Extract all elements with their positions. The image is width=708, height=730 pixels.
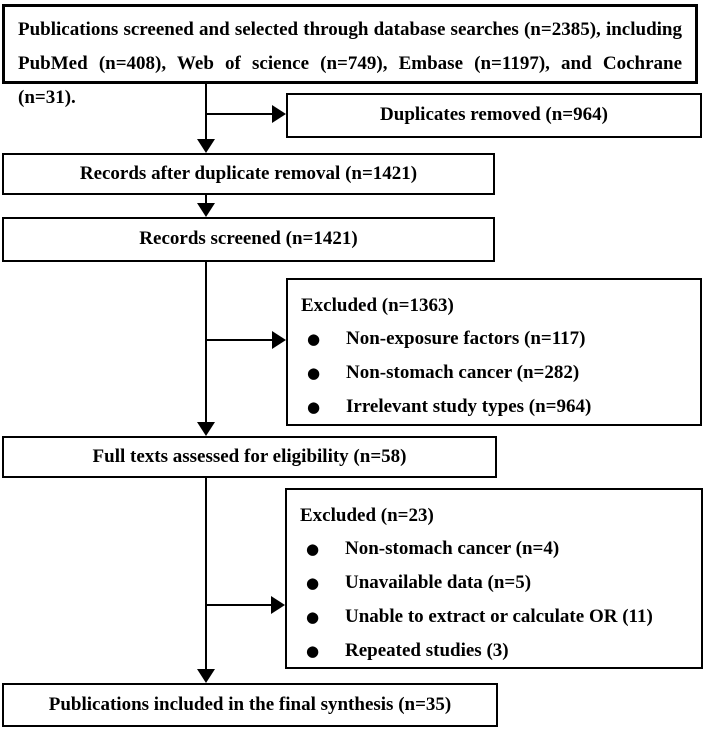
excluded-fulltext-header: Excluded (n=23): [300, 505, 434, 526]
excluded-screening-header: Excluded (n=1363): [301, 295, 454, 316]
connector-duplicates-branch-line: [205, 113, 275, 115]
arrowhead-right-icon: [271, 596, 285, 614]
connector-excluded-fulltext-branch-line: [205, 604, 275, 606]
search-text-line2: PubMed (n=408), Web of science (n=749), …: [18, 53, 682, 108]
connector-search-down-line: [205, 84, 207, 146]
bullet-icon: ●: [307, 364, 321, 382]
box-records-screened: Records screened (n=1421): [2, 217, 495, 262]
list-item: ● Irrelevant study types (n=964): [288, 391, 700, 424]
excluded-fulltext-item: Non-stomach cancer (n=4): [345, 538, 560, 560]
box-excluded-fulltext: Excluded (n=23) ● Non-stomach cancer (n=…: [285, 488, 703, 669]
list-item: ● Non-exposure factors (n=117): [288, 323, 700, 356]
connector-fulltext-line: [205, 262, 207, 427]
box-excluded-screening: Excluded (n=1363) ● Non-exposure factors…: [286, 278, 702, 426]
connector-screened-line: [205, 195, 207, 207]
list-item: ● Non-stomach cancer (n=4): [287, 533, 701, 566]
bullet-icon: ●: [306, 540, 320, 558]
bullet-icon: ●: [307, 398, 321, 416]
excluded-screening-item: Non-stomach cancer (n=282): [346, 362, 580, 384]
bullet-icon: ●: [306, 642, 320, 660]
arrowhead-down-icon: [197, 422, 215, 436]
box-included-final-synthesis: Publications included in the final synth…: [2, 683, 498, 727]
arrowhead-right-icon: [272, 331, 286, 349]
list-item: ● Non-stomach cancer (n=282): [288, 357, 700, 390]
arrowhead-down-icon: [197, 139, 215, 153]
excluded-fulltext-item: Unable to extract or calculate OR (11): [345, 606, 653, 628]
list-item: ● Repeated studies (3): [287, 635, 701, 668]
excluded-fulltext-item: Repeated studies (3): [345, 640, 509, 662]
records-screened-label: Records screened (n=1421): [139, 228, 358, 250]
connector-included-line: [205, 478, 207, 673]
records-after-duplicate-removal-label: Records after duplicate removal (n=1421): [79, 162, 418, 184]
bullet-icon: ●: [307, 330, 321, 348]
full-texts-assessed-label: Full texts assessed for eligibility (n=5…: [92, 445, 407, 467]
included-final-synthesis-label: Publications included in the final synth…: [48, 693, 452, 715]
arrowhead-right-icon: [272, 105, 286, 123]
arrowhead-down-icon: [197, 669, 215, 683]
excluded-fulltext-item: Unavailable data (n=5): [345, 572, 532, 594]
box-publications-searched: Publications screened and selected throu…: [2, 4, 698, 108]
bullet-icon: ●: [306, 574, 320, 592]
box-records-after-duplicate-removal: Records after duplicate removal (n=1421): [2, 153, 495, 195]
arrowhead-down-icon: [197, 203, 215, 217]
box-duplicates-removed: Duplicates removed (n=964): [286, 93, 702, 138]
search-text-line1: Publications screened and selected throu…: [18, 19, 682, 40]
excluded-screening-item: Irrelevant study types (n=964): [346, 396, 592, 418]
box-full-texts-assessed: Full texts assessed for eligibility (n=5…: [2, 436, 497, 478]
bullet-icon: ●: [306, 608, 320, 626]
excluded-screening-item: Non-exposure factors (n=117): [346, 328, 586, 350]
list-item: ● Unavailable data (n=5): [287, 567, 701, 600]
connector-excluded-screening-branch-line: [205, 339, 275, 341]
duplicates-removed-label: Duplicates removed (n=964): [380, 104, 608, 126]
list-item: ● Unable to extract or calculate OR (11): [287, 601, 701, 634]
